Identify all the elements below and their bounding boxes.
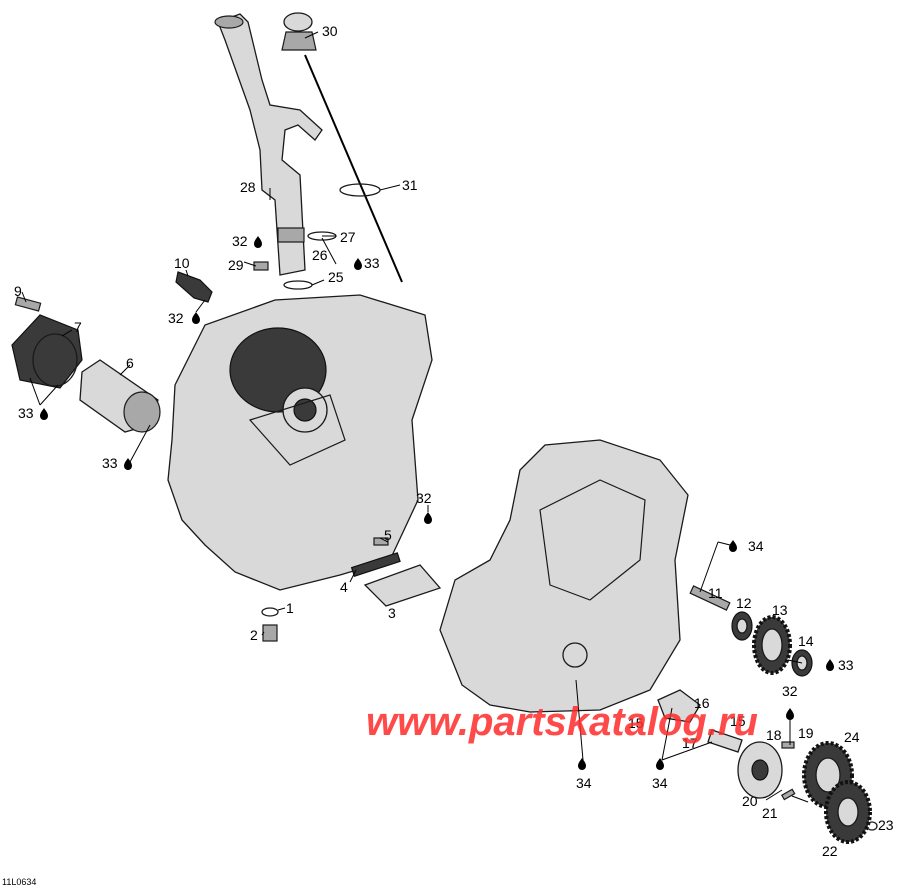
callout-33c: 33	[102, 455, 118, 471]
callout-28: 28	[240, 179, 256, 195]
bearing-12	[731, 611, 753, 641]
callout-32b: 32	[168, 310, 184, 326]
callout-12: 12	[736, 595, 752, 611]
callout-6: 6	[126, 355, 134, 371]
callout-15b: 15	[730, 713, 746, 729]
callout-19: 19	[798, 725, 814, 741]
callout-16: 16	[694, 695, 710, 711]
left-crankcase	[167, 294, 433, 591]
watermark: www.partskatalog.ru	[366, 700, 758, 744]
oil-pump-housing	[657, 689, 743, 753]
oil-pump-cover	[737, 741, 783, 799]
oil-filter	[79, 359, 161, 433]
oil-screen	[350, 537, 442, 607]
callout-10: 10	[174, 255, 190, 271]
callout-22: 22	[822, 843, 838, 859]
clip-23	[866, 821, 878, 831]
callout-32a: 32	[232, 233, 248, 249]
gear-13	[752, 615, 792, 675]
leader-lines	[21, 31, 809, 803]
callout-29: 29	[228, 257, 244, 273]
callout-24: 24	[844, 729, 860, 745]
pin-21	[780, 788, 796, 801]
pin-19	[781, 741, 795, 749]
callout-4: 4	[340, 579, 348, 595]
callout-33b: 33	[18, 405, 34, 421]
callout-33d: 33	[838, 657, 854, 673]
oil-drop-icon	[40, 236, 834, 770]
sensor-10	[175, 271, 213, 303]
callout-26: 26	[312, 247, 328, 263]
callout-27: 27	[340, 229, 356, 245]
callout-33a: 33	[364, 255, 380, 271]
right-crankcase	[439, 439, 689, 713]
callout-9: 9	[14, 283, 22, 299]
callout-3: 3	[388, 605, 396, 621]
gear-22	[824, 780, 872, 844]
callout-34c: 34	[652, 775, 668, 791]
bolt-9	[14, 296, 42, 312]
callout-34a: 34	[748, 538, 764, 554]
callout-31: 31	[402, 177, 418, 193]
callout-15a: 15	[628, 715, 644, 731]
callout-34b: 34	[576, 775, 592, 791]
callout-7: 7	[74, 319, 82, 335]
callout-11: 11	[708, 585, 723, 601]
callout-23: 23	[878, 817, 894, 833]
callout-2: 2	[250, 627, 258, 643]
callout-25: 25	[328, 269, 344, 285]
callout-17: 17	[682, 735, 698, 751]
oil-filter-cover	[11, 314, 83, 389]
callout-32d: 32	[782, 683, 798, 699]
callout-5: 5	[384, 527, 392, 543]
callout-30: 30	[322, 23, 338, 39]
callout-14: 14	[798, 633, 814, 649]
callout-1: 1	[286, 600, 294, 616]
oil-filler-tube	[214, 13, 323, 276]
callout-21: 21	[762, 805, 778, 821]
callout-13: 13	[772, 602, 788, 618]
callout-20: 20	[742, 793, 758, 809]
bolt-29	[253, 261, 269, 271]
o-ring-25	[283, 280, 313, 290]
figure-ref: 11L0634	[2, 877, 36, 887]
callout-18: 18	[766, 727, 782, 743]
callout-32c: 32	[416, 490, 432, 506]
drain-plug	[261, 607, 279, 642]
callouts: 1 2 3 4 5 6 7 9 10 11 12 13 14 15 15 16 …	[14, 23, 894, 859]
